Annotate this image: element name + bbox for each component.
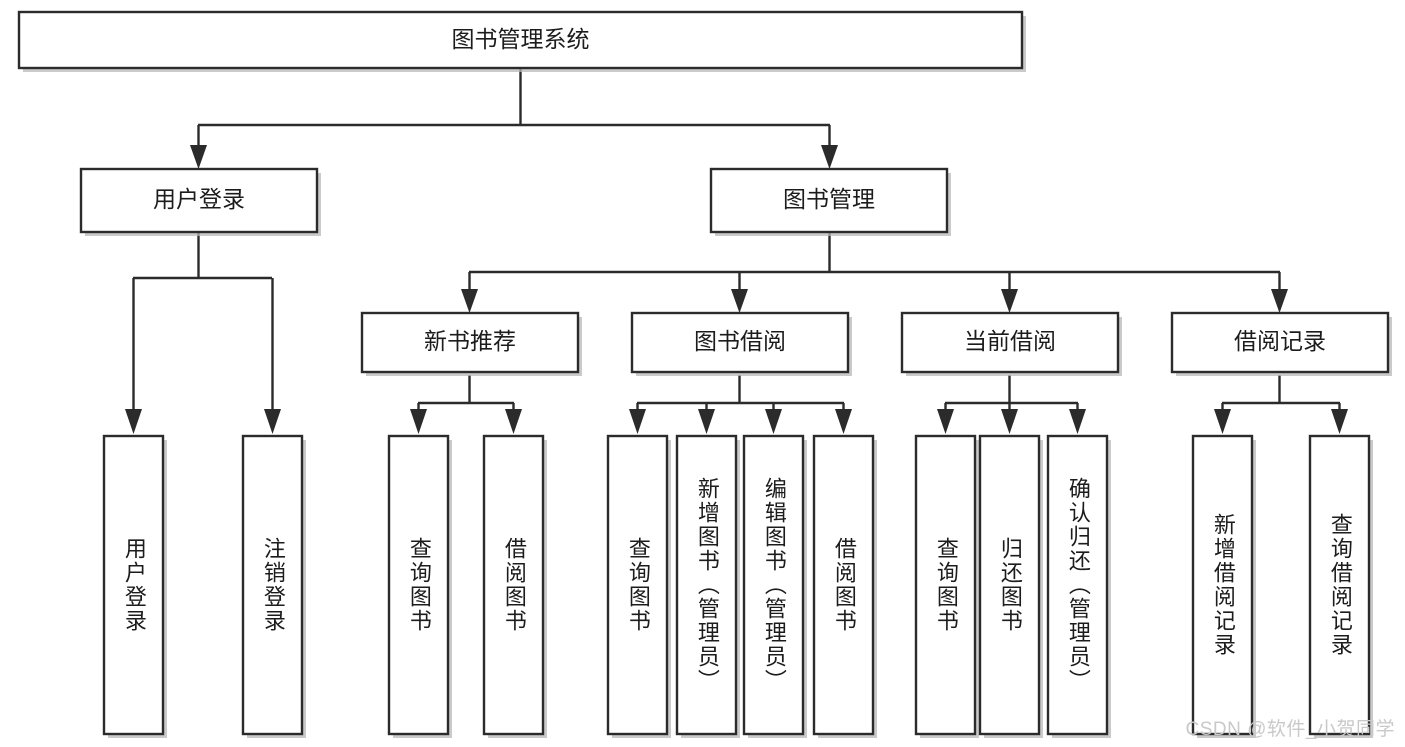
arrow-n3-leaf2 <box>1001 409 1018 434</box>
leaf-current-borrow-3-box[interactable] <box>1046 434 1109 736</box>
node-borrow-record-box[interactable] <box>1170 311 1390 374</box>
leaf-user-login-1-box[interactable] <box>102 434 165 736</box>
leaf-book-borrow-1-box[interactable] <box>606 434 669 736</box>
leaf-borrow-record-2-box[interactable] <box>1308 434 1371 736</box>
leaf-new-book-1-box[interactable] <box>387 434 450 736</box>
leaf-current-borrow-1-box[interactable] <box>914 434 977 736</box>
arrow-root-to-user <box>190 145 207 169</box>
arrow-n3-leaf3 <box>1069 409 1086 434</box>
node-book-borrow-box[interactable] <box>630 311 850 374</box>
arrow-n4-leaf2 <box>1331 409 1348 434</box>
node-book-borrow-label: 图书借阅 <box>694 328 786 354</box>
arrow-book-to-n3 <box>1001 289 1018 313</box>
arrow-n2-leaf3 <box>765 409 782 434</box>
root-node-box[interactable] <box>17 10 1024 70</box>
arrow-user-leaf1 <box>125 409 142 434</box>
leaf-book-borrow-2-box[interactable] <box>675 434 738 736</box>
node-book-manage-label: 图书管理 <box>783 186 875 212</box>
arrow-book-to-n1 <box>461 289 478 313</box>
node-user-login-label: 用户登录 <box>153 186 245 212</box>
arrow-user-leaf2 <box>264 409 281 434</box>
root-node-label: 图书管理系统 <box>452 26 590 52</box>
node-current-borrow-box[interactable] <box>900 311 1120 374</box>
leaf-book-borrow-3-box[interactable] <box>742 434 805 736</box>
arrow-book-to-n2 <box>731 289 748 313</box>
leaf-new-book-2-box[interactable] <box>482 434 545 736</box>
leaf-user-login-2-box[interactable] <box>241 434 304 736</box>
node-user-login-box[interactable] <box>79 167 319 234</box>
arrow-n4-leaf1 <box>1214 409 1231 434</box>
node-current-borrow-label: 当前借阅 <box>964 328 1056 354</box>
arrow-n2-leaf2 <box>698 409 715 434</box>
node-new-book-label: 新书推荐 <box>424 328 516 354</box>
leaf-current-borrow-2-box[interactable] <box>978 434 1041 736</box>
node-layer: 图书管理系统 用户登录 图书管理 新书推荐 图书借阅 当前借阅 借阅记录 <box>17 10 1392 738</box>
arrow-n2-leaf1 <box>629 409 646 434</box>
arrow-n1-leaf1 <box>410 409 427 434</box>
arrow-n2-leaf4 <box>835 409 852 434</box>
arrow-root-to-book <box>821 145 838 169</box>
leaf-borrow-record-1-box[interactable] <box>1191 434 1254 736</box>
node-borrow-record-label: 借阅记录 <box>1234 328 1326 354</box>
arrow-n3-leaf1 <box>937 409 954 434</box>
arrow-book-to-n4 <box>1271 289 1288 313</box>
node-new-book-box[interactable] <box>360 311 580 374</box>
csdn-watermark: CSDN @软件_小贺同学 <box>1185 719 1395 740</box>
arrow-n1-leaf2 <box>505 409 522 434</box>
node-book-manage-box[interactable] <box>709 167 949 234</box>
leaf-book-borrow-4-box[interactable] <box>812 434 875 736</box>
connector-layer <box>125 68 1348 434</box>
